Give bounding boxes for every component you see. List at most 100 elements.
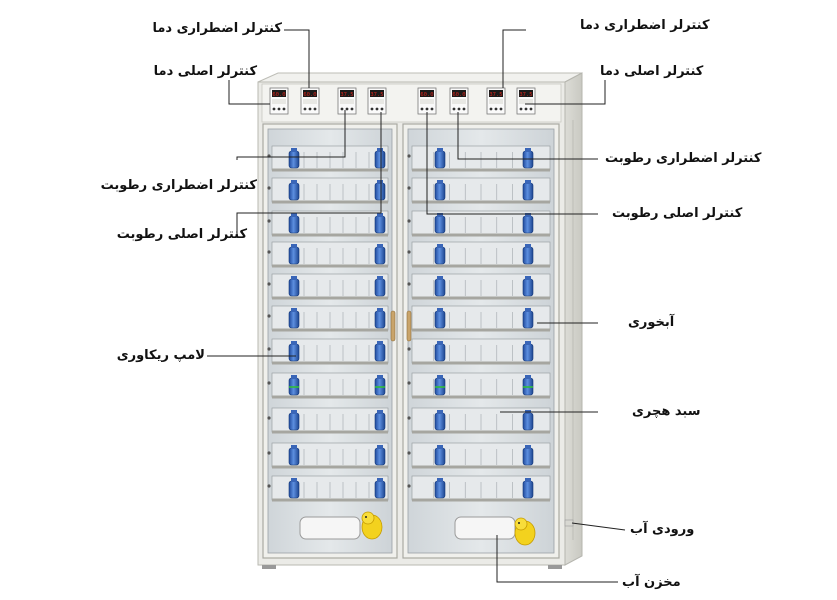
water-bottle <box>374 375 386 396</box>
label-backup-temp-right: کنترلر اضطراری دما <box>580 18 710 33</box>
label-backup-temp-left: کنترلر اضطراری دما <box>152 21 282 36</box>
shelf-tray <box>407 305 551 332</box>
water-bottle <box>522 276 534 297</box>
shelf-tray <box>407 273 551 300</box>
water-bottle <box>434 276 446 297</box>
controller-readout: 37.5 <box>519 92 532 98</box>
label-main-humidity-right: کنترلر اصلی رطوبت <box>612 206 743 221</box>
water-bottle <box>374 410 386 431</box>
cabinet-top <box>257 72 583 83</box>
shelf-tray <box>407 475 551 502</box>
shelf-tray <box>267 210 389 237</box>
controller-readout: 60.0 <box>452 92 465 98</box>
water-bottle <box>288 341 300 362</box>
shelf-tray <box>407 241 551 268</box>
water-bottle <box>374 308 386 329</box>
water-bottle <box>434 445 446 466</box>
label-main-temp-right: کنترلر اصلی دما <box>600 64 704 79</box>
shelf-tray <box>267 338 389 365</box>
door-handle-right <box>406 310 412 342</box>
controller-unit: 37.5 <box>486 87 506 115</box>
water-bottle <box>434 308 446 329</box>
water-bottle <box>288 478 300 499</box>
mascot-sticker-left <box>361 511 383 540</box>
water-bottle <box>288 445 300 466</box>
water-tank-left <box>299 516 361 540</box>
label-waterer: آبخوری <box>628 315 675 330</box>
shelf-tray <box>407 145 551 172</box>
shelf-tray <box>267 177 389 204</box>
water-bottle <box>288 180 300 201</box>
door-handle-left <box>390 310 396 342</box>
water-bottle <box>434 180 446 201</box>
shelf-tray <box>407 442 551 469</box>
water-bottle <box>434 341 446 362</box>
shelf-tray <box>267 372 389 399</box>
water-bottle <box>288 148 300 169</box>
water-bottle <box>374 213 386 234</box>
label-main-humidity-left: کنترلر اصلی رطوبت <box>116 227 247 242</box>
water-bottle <box>374 478 386 499</box>
water-bottle <box>522 410 534 431</box>
controller-unit: 60.0 <box>269 87 289 115</box>
water-bottle <box>522 180 534 201</box>
water-bottle <box>374 341 386 362</box>
water-bottle <box>522 375 534 396</box>
shelf-tray <box>267 407 389 434</box>
leader-lines <box>207 29 626 583</box>
controller-row: 60.0 60.0 37.5 37.5 60.0 60.0 37.5 37.5 <box>269 87 536 115</box>
label-backup-humidity-left: کنترلر اضطراری رطوبت <box>100 178 257 193</box>
controller-unit: 60.0 <box>449 87 469 115</box>
water-tank-right <box>454 516 516 540</box>
water-bottle <box>522 445 534 466</box>
water-bottle <box>288 244 300 265</box>
water-inlet-fitting <box>564 519 574 527</box>
controller-readout: 37.5 <box>340 92 353 98</box>
controller-readout: 37.5 <box>370 92 383 98</box>
controller-readout: 37.5 <box>489 92 502 98</box>
shelf-tray <box>407 177 551 204</box>
label-hatching-basket: سبد هچری <box>632 404 701 419</box>
water-bottle <box>288 213 300 234</box>
label-backup-humidity-right: کنترلر اضطراری رطوبت <box>605 151 762 166</box>
controller-readout: 60.0 <box>303 92 316 98</box>
shelf-tray <box>407 407 551 434</box>
water-bottle <box>522 308 534 329</box>
controller-unit: 37.5 <box>367 87 387 115</box>
water-bottle <box>434 410 446 431</box>
water-bottle <box>374 180 386 201</box>
controller-readout: 60.0 <box>420 92 433 98</box>
controller-readout: 60.0 <box>272 92 285 98</box>
label-water-tank: مخزن آب <box>622 575 681 590</box>
shelf-tray <box>407 338 551 365</box>
label-water-inlet: ورودی آب <box>630 522 695 537</box>
water-bottle <box>434 244 446 265</box>
shelf-tray <box>267 475 389 502</box>
shelf-tray <box>267 145 389 172</box>
water-bottle <box>522 244 534 265</box>
water-bottle <box>374 244 386 265</box>
water-bottle <box>434 148 446 169</box>
water-bottle <box>522 341 534 362</box>
label-recovery-lamp: لامپ ریکاوری <box>116 348 205 363</box>
water-bottle <box>522 148 534 169</box>
controller-unit: 37.5 <box>516 87 536 115</box>
water-bottle <box>374 276 386 297</box>
water-bottle <box>522 213 534 234</box>
shelf-tray <box>267 241 389 268</box>
shelf-tray <box>407 372 551 399</box>
water-bottle <box>522 478 534 499</box>
water-bottle <box>434 478 446 499</box>
controller-unit: 37.5 <box>337 87 357 115</box>
water-bottle <box>288 276 300 297</box>
controller-unit: 60.0 <box>417 87 437 115</box>
shelf-tray <box>267 442 389 469</box>
water-bottle <box>288 308 300 329</box>
water-bottle <box>374 445 386 466</box>
cabinet: 60.0 60.0 37.5 37.5 60.0 60.0 37.5 37.5 <box>257 72 583 569</box>
water-bottle <box>434 213 446 234</box>
shelf-tray <box>407 210 551 237</box>
shelf-stack <box>267 145 551 502</box>
mascot-sticker-right <box>514 517 536 546</box>
